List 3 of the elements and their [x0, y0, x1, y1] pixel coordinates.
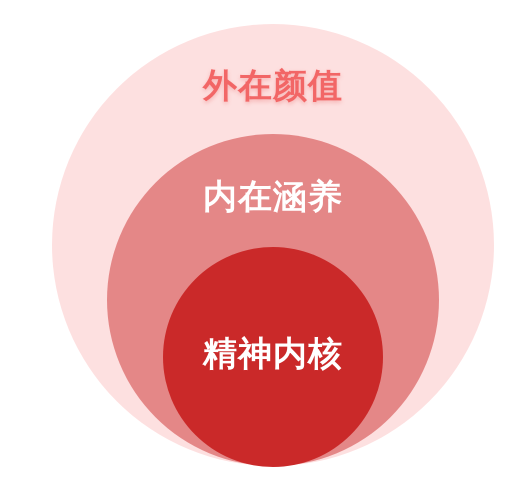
circle-label: 内在涵养	[203, 178, 343, 216]
circle-label: 精神内核	[203, 335, 343, 373]
circle-label: 外在颜值	[203, 67, 343, 105]
